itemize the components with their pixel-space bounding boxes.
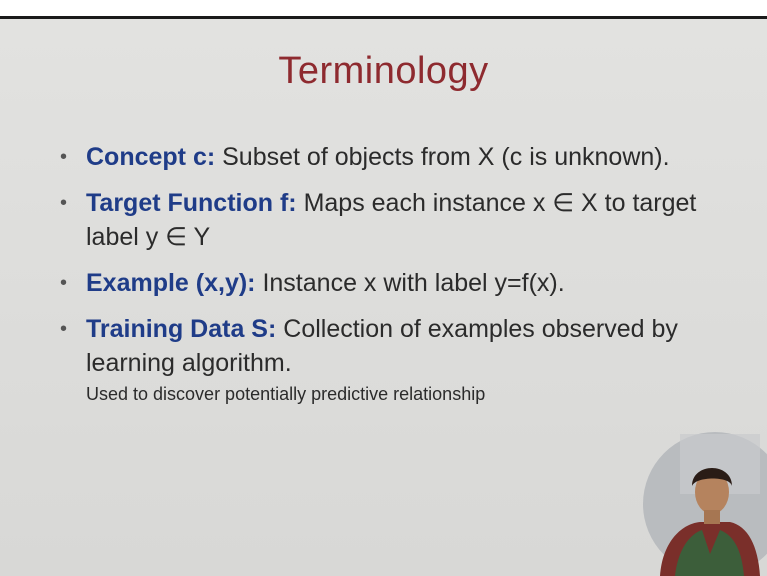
bullet-dot-icon: • [60,192,68,214]
bullet-dot-icon: • [60,318,68,340]
bullet-term: Concept c: [86,143,216,171]
bullet-example: • Example (x,y): Instance x with label y… [58,266,718,300]
bullet-term: Training Data S: [86,315,277,343]
bullet-text: Instance x with label y=f(x). [255,269,565,297]
bullet-dot-icon: • [60,146,68,168]
bullet-concept: • Concept c: Subset of objects from X (c… [58,140,718,174]
bullet-list: • Concept c: Subset of objects from X (c… [58,140,718,420]
bullet-training-data: • Training Data S: Collection of example… [58,312,718,408]
bullet-term: Example (x,y): [86,269,256,297]
bullet-note: Used to discover potentially predictive … [86,384,486,404]
slide [0,19,767,576]
bullet-text: Subset of objects from X (c is unknown). [215,143,670,171]
bullet-target-function: • Target Function f: Maps each instance … [58,186,718,254]
top-border [0,0,767,19]
slide-title: Terminology [278,50,489,92]
bullet-text: Maps each instance x ∈ X to target label… [86,189,697,251]
bullet-dot-icon: • [60,272,68,294]
bullet-text: Collection of examples observed by learn… [86,315,678,377]
bullet-term: Target Function f: [86,189,297,217]
presenter-video-overlay [640,424,767,576]
presenter-icon [643,432,767,576]
